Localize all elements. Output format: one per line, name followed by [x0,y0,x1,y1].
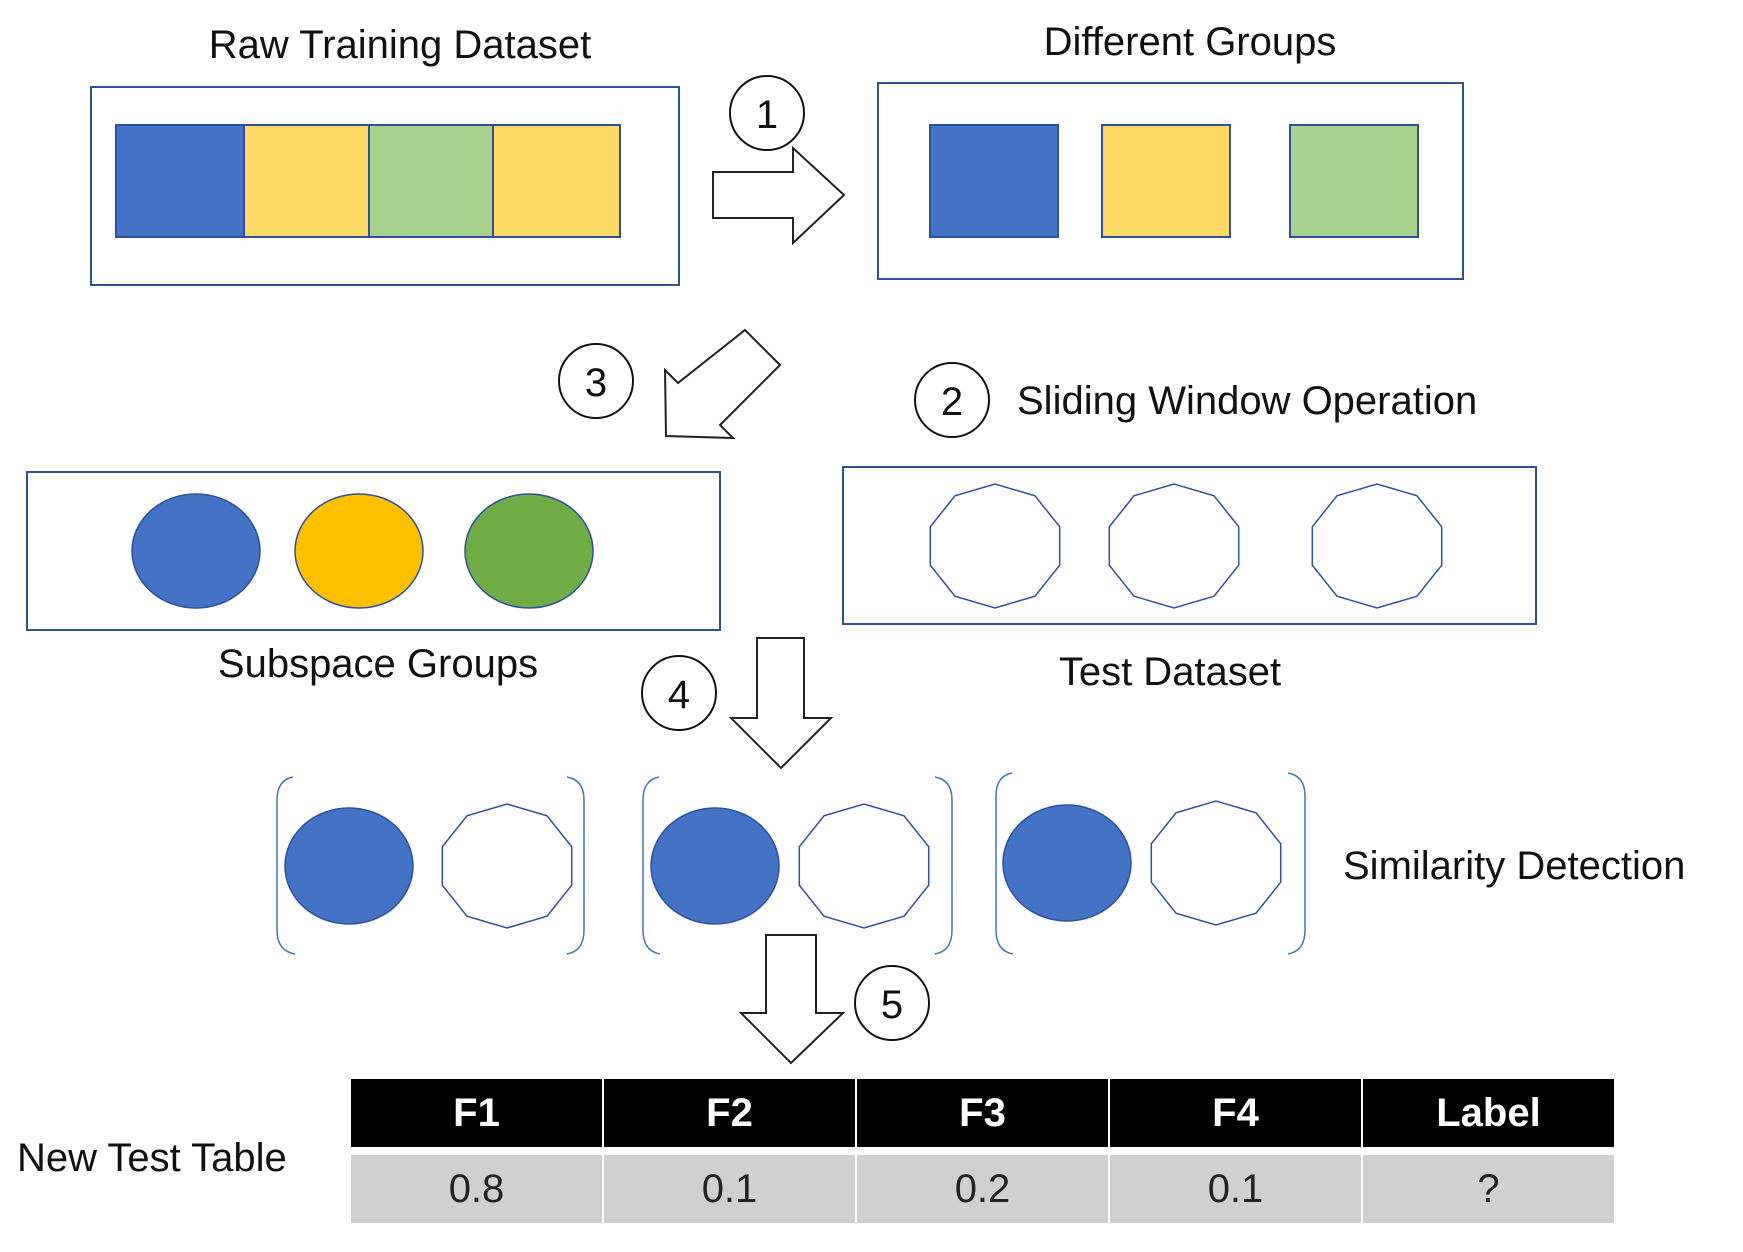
subspace-orange [294,493,424,609]
sliding-window-label: Sliding Window Operation [1017,379,1477,423]
table-header-label: Label [1436,1091,1540,1135]
pair-1-test [441,803,573,929]
pair-1-bracket-left [276,776,296,955]
pair-3-subspace [1002,804,1132,922]
group-blue [929,124,1059,238]
raw-segment-blue [115,124,245,238]
table-cell-value: 0.2 [955,1167,1011,1211]
step-3-arrow [663,328,782,440]
step-2-circle [914,362,990,438]
table-header-label: F4 [1212,1091,1259,1135]
similarity-detection-label: Similarity Detection [1343,844,1685,888]
table-cell [602,1153,857,1225]
step-5-number: 5 [881,983,903,1027]
table-cell [1361,1153,1616,1225]
step-5-circle [854,965,930,1041]
table-cell-value: 0.1 [1208,1167,1264,1211]
pair-2-test [798,803,930,929]
step-4-circle [641,655,717,731]
table-cell [855,1153,1110,1225]
table-cell-value: 0.8 [449,1167,505,1211]
pair-3-test [1150,800,1282,926]
test-dataset-box [842,466,1537,625]
table-header-cell [1361,1077,1616,1149]
test-sample-1 [929,483,1061,609]
subspace-green [464,493,594,609]
raw-segment-green [368,124,494,238]
group-yellow [1101,124,1231,238]
table-header-label: F3 [959,1091,1006,1135]
pair-1-bracket-right [566,776,585,955]
pair-2-subspace [650,807,780,925]
subspace-groups-box [26,471,721,631]
raw-segment-yellow-2 [492,124,621,238]
table-header-label: F2 [706,1091,753,1135]
step-1-arrow [712,145,846,246]
raw-training-dataset-label: Raw Training Dataset [209,23,591,67]
group-green [1289,124,1419,238]
pair-3-bracket-left [995,772,1014,955]
pair-3-bracket-right [1287,772,1306,955]
table-cell-value: 0.1 [702,1167,758,1211]
different-groups-label: Different Groups [1044,20,1337,64]
step-1-circle [729,75,805,151]
step-4-number: 4 [668,673,690,717]
subspace-blue [131,493,261,609]
different-groups-box [877,82,1464,280]
table-header-cell [602,1077,857,1149]
step-1-number: 1 [756,93,778,137]
test-sample-3 [1311,483,1443,609]
step-3-circle [558,343,634,419]
new-test-table-label: New Test Table [17,1136,287,1180]
raw-training-dataset-box [90,86,680,286]
pair-2-bracket-left [642,776,661,955]
pair-1-subspace [284,807,414,925]
table-cell [1108,1153,1363,1225]
step-3-number: 3 [585,361,607,405]
step-5-arrow [738,934,846,1065]
new-test-table: F1 F2 F3 F4 Label 0.8 0.1 0.2 0.1? [349,1077,1616,1225]
table-cell-value: ? [1477,1167,1499,1211]
raw-segment-yellow-1 [243,124,370,238]
table-header-label: F1 [453,1091,500,1135]
step-4-arrow [728,637,834,770]
pair-2-bracket-right [934,776,953,955]
step-2-number: 2 [941,380,963,424]
test-sample-2 [1108,483,1240,609]
subspace-groups-label: Subspace Groups [218,642,538,686]
test-dataset-label: Test Dataset [1059,650,1281,694]
table-header-cell [349,1077,604,1149]
